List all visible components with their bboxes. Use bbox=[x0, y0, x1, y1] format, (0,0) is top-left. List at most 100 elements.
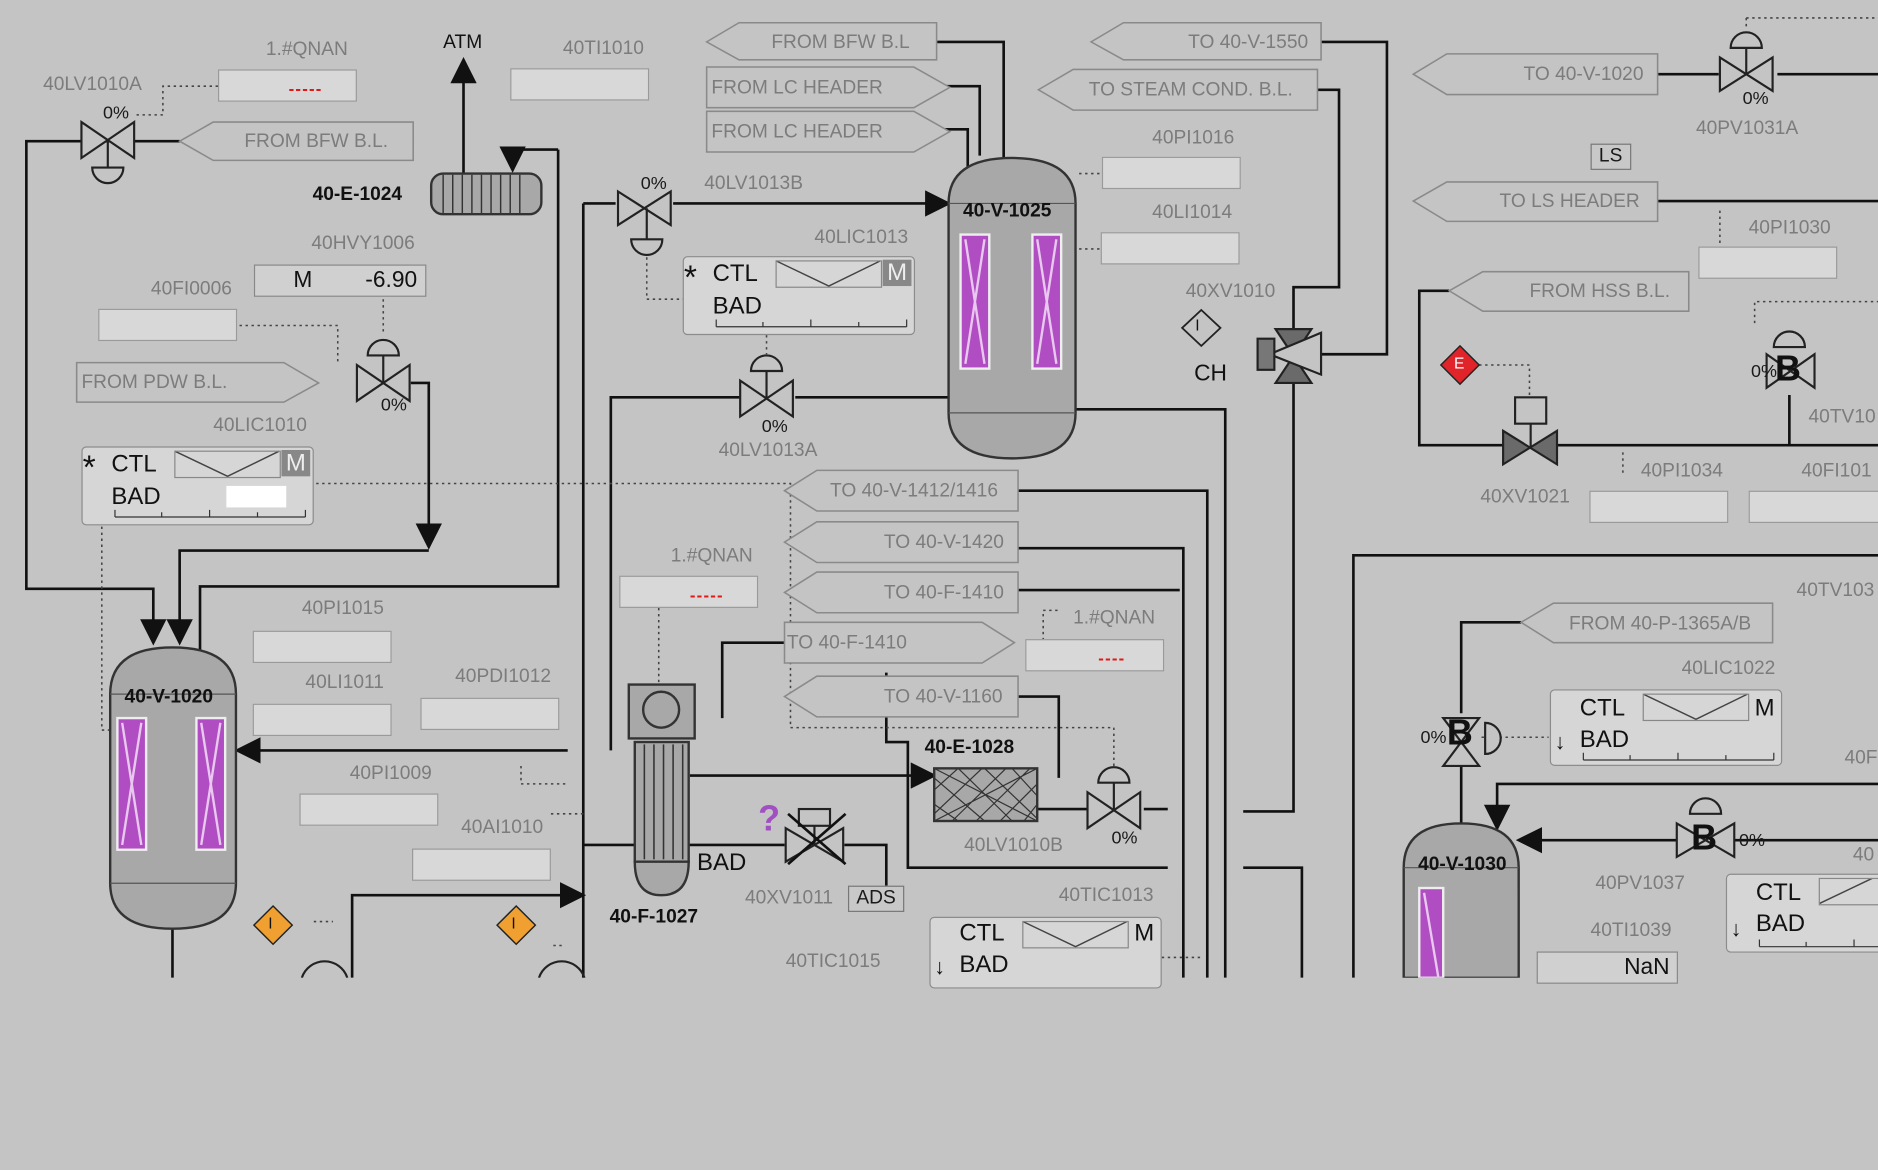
tag-40f: 40F bbox=[1844, 748, 1878, 769]
value-40hvy1006[interactable]: M -6.90 bbox=[253, 264, 427, 297]
tag-ch: CH bbox=[1194, 361, 1227, 387]
controller-40lic1013[interactable]: * CTL M BAD bbox=[682, 256, 916, 336]
arrow-from-bfw-2[interactable]: FROM BFW B.L bbox=[771, 32, 910, 53]
valve-40lv1010b bbox=[1086, 766, 1142, 831]
tag-atm: ATM bbox=[443, 32, 483, 53]
bypass-badge-2[interactable]: B bbox=[1446, 713, 1473, 753]
tag-40pi1034: 40PI1034 bbox=[1640, 460, 1723, 482]
bypass-badge-3[interactable]: B bbox=[1691, 818, 1718, 859]
value-40pdi1012[interactable] bbox=[420, 697, 560, 731]
tag-40-partial: 40 bbox=[1852, 844, 1875, 866]
arrow-shape-to-v1160 bbox=[783, 675, 1019, 718]
tag-40lic1022: 40LIC1022 bbox=[1681, 658, 1776, 679]
arrow-from-lc-1[interactable]: FROM LC HEADER bbox=[711, 77, 883, 99]
ctl-label: CTL bbox=[1755, 879, 1802, 906]
valve-bypass-3 bbox=[1675, 797, 1736, 859]
value-40fi0006[interactable] bbox=[98, 308, 238, 342]
emergency-badge[interactable]: E bbox=[1454, 354, 1465, 373]
arrow-to-steam[interactable]: TO STEAM COND. B.L. bbox=[1088, 80, 1293, 101]
arrow-to-v1412[interactable]: TO 40-V-1412/1416 bbox=[830, 481, 998, 502]
valve-40lv1013b bbox=[616, 189, 672, 256]
value-40pi1030[interactable] bbox=[1698, 246, 1838, 279]
controller-40lic1022[interactable]: CTL M ↓ BAD bbox=[1549, 689, 1783, 766]
controller-40tic1013[interactable]: CTL M ↓ BAD bbox=[929, 916, 1162, 989]
arrow-from-pdw[interactable]: FROM PDW B.L. bbox=[81, 372, 228, 393]
value-40pi1016[interactable] bbox=[1101, 156, 1241, 190]
tag-40xv1010: 40XV1010 bbox=[1185, 281, 1276, 302]
tag-40lv1010a: 40LV1010A bbox=[43, 74, 142, 95]
arrow-shape-from-hss bbox=[1447, 270, 1690, 312]
arrow-to-ls[interactable]: TO LS HEADER bbox=[1499, 191, 1640, 212]
tag-40lv1013a: 40LV1013A bbox=[718, 440, 818, 461]
value-40ti1039[interactable]: NaN bbox=[1536, 951, 1678, 984]
arrow-to-v1020[interactable]: TO 40-V-1020 bbox=[1523, 64, 1644, 85]
arrow-to-v1160[interactable]: TO 40-V-1160 bbox=[883, 686, 1003, 708]
tag-40pdi1012: 40PDI1012 bbox=[455, 666, 552, 687]
tag-40pi1015: 40PI1015 bbox=[301, 598, 384, 619]
arrow-from-hss[interactable]: FROM HSS B.L. bbox=[1529, 281, 1671, 302]
interlock-badge-1[interactable]: I bbox=[268, 914, 273, 933]
controller-40lic1010[interactable]: * CTL M BAD bbox=[81, 446, 314, 526]
tag-40hvy1006: 40HVY1006 bbox=[311, 233, 415, 254]
ctl-bad: BAD bbox=[1579, 726, 1630, 753]
interlock-badge-2[interactable]: I bbox=[511, 914, 516, 933]
qnan-value-2: ----- bbox=[689, 585, 724, 605]
arrow-from-p1365[interactable]: FROM 40-P-1365A/B bbox=[1568, 613, 1752, 635]
arrow-shape-from-bfw-1 bbox=[178, 121, 414, 162]
valve-40lv1013a bbox=[739, 354, 794, 419]
tag-40lv1013b: 40LV1013B bbox=[704, 173, 804, 194]
arrow-shape-to-f1410-a bbox=[783, 571, 1019, 614]
tag-40-e-1024: 40-E-1024 bbox=[312, 184, 403, 205]
arrow-to-v1420[interactable]: TO 40-V-1420 bbox=[883, 532, 1004, 553]
qnan-field-1[interactable]: ----- bbox=[217, 69, 357, 102]
arrow-shape-to-v1420 bbox=[783, 521, 1019, 564]
tag-40-v-1025: 40-V-1025 bbox=[962, 201, 1052, 222]
arrow-to-v1550[interactable]: TO 40-V-1550 bbox=[1188, 32, 1309, 53]
value-40ai1010[interactable] bbox=[412, 848, 551, 881]
pct-40lv1010b: 0% bbox=[1111, 828, 1138, 849]
bad-40-f-1027: BAD bbox=[697, 849, 747, 877]
ctl-bad: BAD bbox=[959, 951, 1009, 978]
qnan-field-2[interactable]: ----- bbox=[619, 575, 759, 608]
arrow-to-f1410-b[interactable]: TO 40-F-1410 bbox=[786, 633, 907, 654]
value-40li1014[interactable] bbox=[1100, 232, 1240, 265]
value-40ti1010[interactable] bbox=[510, 68, 650, 101]
tag-40tv103: 40TV103 bbox=[1796, 580, 1875, 601]
tag-ls[interactable]: LS bbox=[1590, 143, 1631, 170]
tag-40lic1013: 40LIC1013 bbox=[814, 227, 909, 248]
arrow-shape-to-v1020 bbox=[1411, 53, 1659, 96]
controller-40tic-right[interactable]: CTL ↓ BAD bbox=[1725, 873, 1878, 953]
tag-ads[interactable]: ADS bbox=[847, 885, 905, 912]
arrow-from-lc-2[interactable]: FROM LC HEADER bbox=[711, 122, 883, 143]
arrow-label-shapes bbox=[75, 21, 1774, 718]
valve-40lv1010a bbox=[80, 120, 136, 185]
tag-40-f-1027: 40-F-1027 bbox=[609, 907, 699, 928]
unknown-status-icon[interactable]: ? bbox=[758, 799, 781, 839]
valve-40xv1021 bbox=[1502, 396, 1559, 467]
ctl-mode: M bbox=[1134, 920, 1155, 947]
value-40pi1009[interactable] bbox=[299, 793, 439, 826]
tag-40pi1016: 40PI1016 bbox=[1152, 128, 1235, 149]
value-40fi101[interactable] bbox=[1748, 490, 1878, 524]
qnan-field-3[interactable]: ---- bbox=[1025, 639, 1165, 672]
arrow-to-f1410-a[interactable]: TO 40-F-1410 bbox=[883, 582, 1004, 604]
arrow-from-bfw-1[interactable]: FROM BFW B.L. bbox=[244, 131, 389, 152]
tag-40lic1010: 40LIC1010 bbox=[213, 415, 307, 436]
ctl-scale bbox=[1582, 752, 1775, 761]
pct-40lv1013a: 0% bbox=[761, 416, 788, 437]
value-40pi1034[interactable] bbox=[1589, 490, 1729, 524]
valve-40hvy1006 bbox=[355, 338, 411, 403]
tag-40ti1039: 40TI1039 bbox=[1590, 920, 1672, 941]
interlock-badge-xv1010[interactable]: I bbox=[1195, 315, 1200, 334]
arrow-shape-from-lc-1 bbox=[705, 66, 952, 109]
tag-40ai1010: 40AI1010 bbox=[461, 817, 544, 838]
valve-40pv1031a bbox=[1718, 31, 1774, 93]
bypass-badge-1[interactable]: B bbox=[1774, 349, 1801, 389]
hvy-value: -6.90 bbox=[365, 268, 418, 294]
value-40li1011[interactable] bbox=[252, 703, 392, 737]
qnan-value-1: ----- bbox=[288, 78, 323, 99]
pct-40pv1031a: 0% bbox=[1742, 88, 1769, 109]
value-40pi1015[interactable] bbox=[252, 630, 392, 664]
arrow-shape-to-ls bbox=[1411, 181, 1659, 223]
arrow-shape-to-steam bbox=[1036, 68, 1319, 111]
